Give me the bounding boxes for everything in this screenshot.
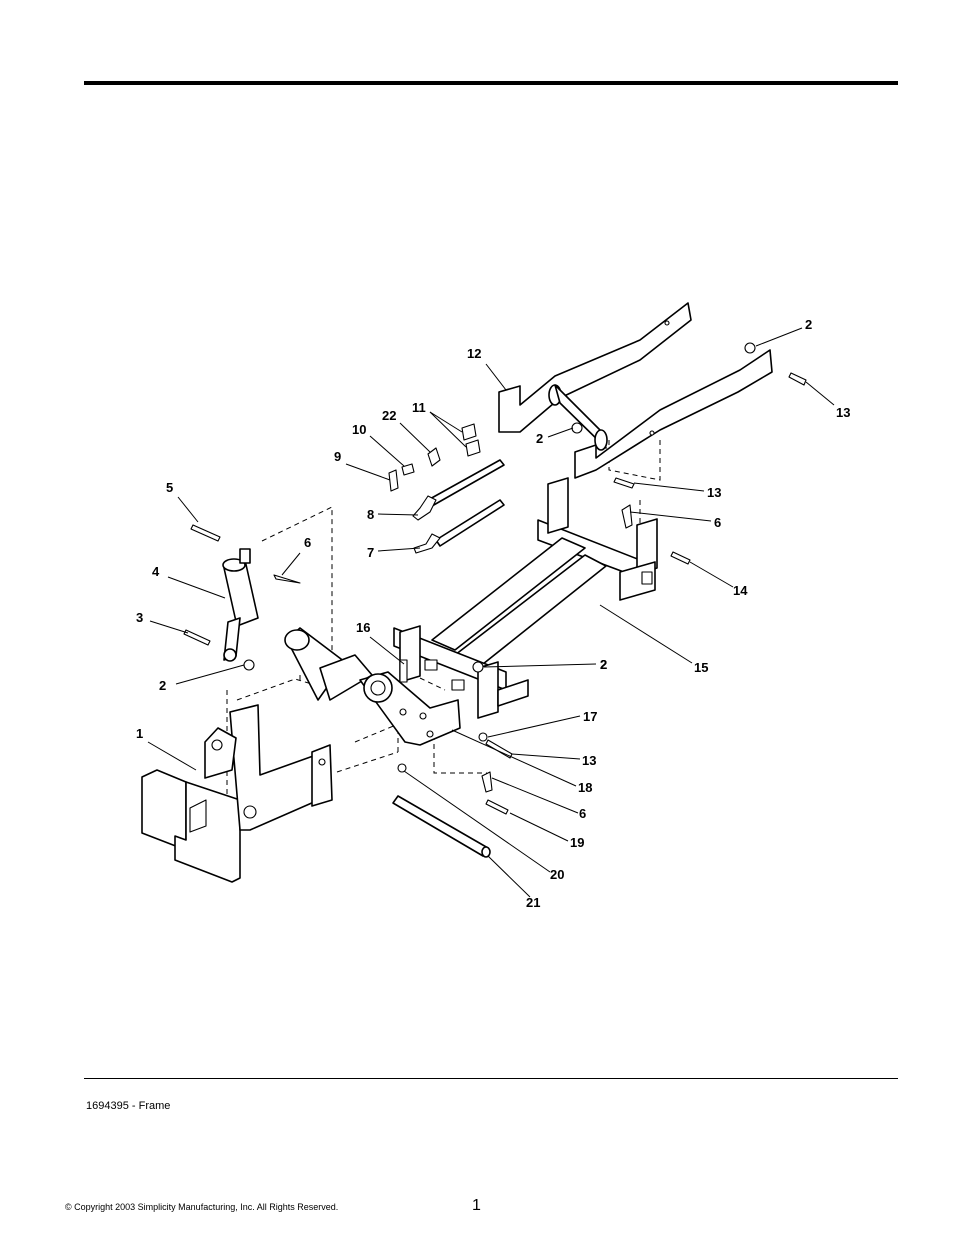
callout-label: 15: [694, 660, 708, 675]
callout-label: 14: [733, 583, 748, 598]
callout-labels: 1 2 3 4 5 6 2 7 8 9 10 22 11 12 2 2 13 1…: [136, 317, 850, 910]
pivot-arm-assembly: [284, 627, 461, 746]
base-bracket: [141, 704, 333, 883]
callout-label: 2: [805, 317, 812, 332]
callout-label: 20: [550, 867, 564, 882]
callout-label: 19: [570, 835, 584, 850]
figure-caption: 1694395 - Frame: [86, 1100, 171, 1112]
callout-label: 21: [526, 895, 540, 910]
main-carrier-frame: [393, 477, 658, 719]
callout-label: 8: [367, 507, 374, 522]
fasteners: [183, 342, 807, 815]
callout-label: 4: [152, 564, 160, 579]
callout-label: 6: [304, 535, 311, 550]
copyright-notice: © Copyright 2003 Simplicity Manufacturin…: [65, 1202, 339, 1212]
callout-label: 22: [382, 408, 396, 423]
page-number: 1: [472, 1197, 481, 1214]
header-rule: [84, 81, 898, 85]
callout-label: 2: [536, 431, 543, 446]
hydraulic-hoses: [412, 459, 505, 554]
callout-label: 17: [583, 709, 597, 724]
callout-label: 7: [367, 545, 374, 560]
callout-label: 2: [159, 678, 166, 693]
callout-label: 2: [600, 657, 607, 672]
footer-rule: [84, 1078, 898, 1079]
callout-label: 3: [136, 610, 143, 625]
rod: [392, 795, 491, 858]
upper-rail-frame: [498, 302, 773, 479]
callout-label: 13: [582, 753, 596, 768]
callout-label: 18: [578, 780, 592, 795]
callout-label: 6: [714, 515, 721, 530]
callout-label: 16: [356, 620, 370, 635]
callout-label: 13: [836, 405, 850, 420]
callout-label: 9: [334, 449, 341, 464]
callout-label: 1: [136, 726, 143, 741]
callout-label: 10: [352, 422, 366, 437]
callout-label: 2: [600, 657, 607, 672]
callout-leaders: [147, 327, 835, 898]
hydraulic-cylinder: [222, 548, 259, 662]
callout-label: 5: [166, 480, 173, 495]
callout-label: 13: [707, 485, 721, 500]
callout-label: 6: [579, 806, 586, 821]
callout-label: 12: [467, 346, 481, 361]
callout-label: 11: [412, 400, 426, 415]
